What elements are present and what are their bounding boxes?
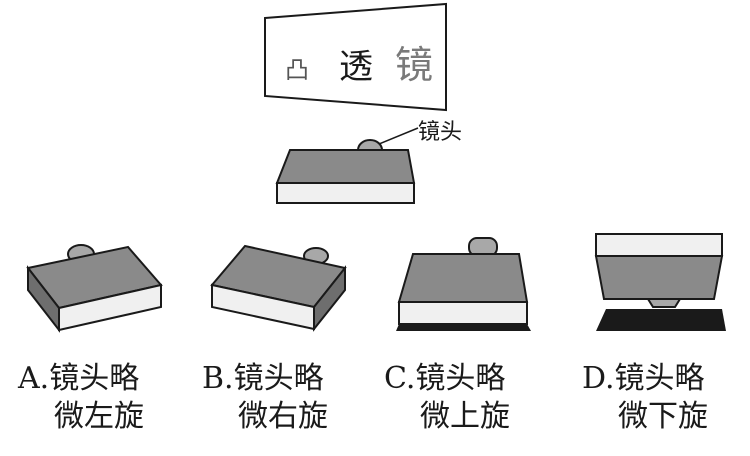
option-d-caption: D.镜头略 微下旋 xyxy=(582,360,708,436)
option-c-line1: 镜头略 xyxy=(415,361,506,396)
projector-c-top xyxy=(397,253,529,303)
option-a-letter: A. xyxy=(18,361,50,396)
projector-option-a xyxy=(26,244,163,333)
projector-d-bottom xyxy=(594,255,724,300)
option-b-line1: 镜头略 xyxy=(233,361,324,396)
option-b-caption: B.镜头略 微右旋 xyxy=(202,360,328,436)
screen-char-2: 透 xyxy=(339,47,373,87)
projector-main: 镜头 xyxy=(275,120,462,204)
option-d-letter: D. xyxy=(582,361,615,396)
projector-option-b xyxy=(210,244,347,332)
option-d-line1: 镜头略 xyxy=(614,361,705,396)
option-b-line2: 微右旋 xyxy=(238,399,328,434)
projection-screen: 凸 透 镜 xyxy=(264,2,447,112)
option-a-caption: A.镜头略 微左旋 xyxy=(18,360,144,436)
lens-main xyxy=(356,139,384,151)
projector-b-right-side xyxy=(313,265,346,332)
option-b-letter: B. xyxy=(202,361,234,396)
screen-char-3: 镜 xyxy=(395,43,433,87)
projector-c-base-shadow xyxy=(396,324,531,331)
projector-option-d xyxy=(594,233,726,331)
projector-c-front xyxy=(398,301,528,325)
lens-pointer-line xyxy=(378,127,419,145)
projector-d-front xyxy=(595,233,723,257)
option-c-line2: 微上旋 xyxy=(420,399,510,434)
projector-option-c xyxy=(396,237,531,331)
projector-main-front xyxy=(276,182,415,204)
lens-option-d xyxy=(646,298,682,308)
option-d-line2: 微下旋 xyxy=(618,399,708,434)
projector-diagram: 凸 透 镜 镜头 xyxy=(26,2,726,333)
option-c-letter: C. xyxy=(384,361,416,396)
option-a-line1: 镜头略 xyxy=(49,361,140,396)
screen-char-1: 凸 xyxy=(285,56,309,84)
projector-main-top xyxy=(275,149,416,184)
lens-label: 镜头 xyxy=(418,120,462,145)
option-a-line2: 微左旋 xyxy=(54,399,144,434)
projector-d-base-shadow xyxy=(596,309,726,331)
option-c-caption: C.镜头略 微上旋 xyxy=(384,360,510,436)
projector-a-front xyxy=(58,283,162,332)
